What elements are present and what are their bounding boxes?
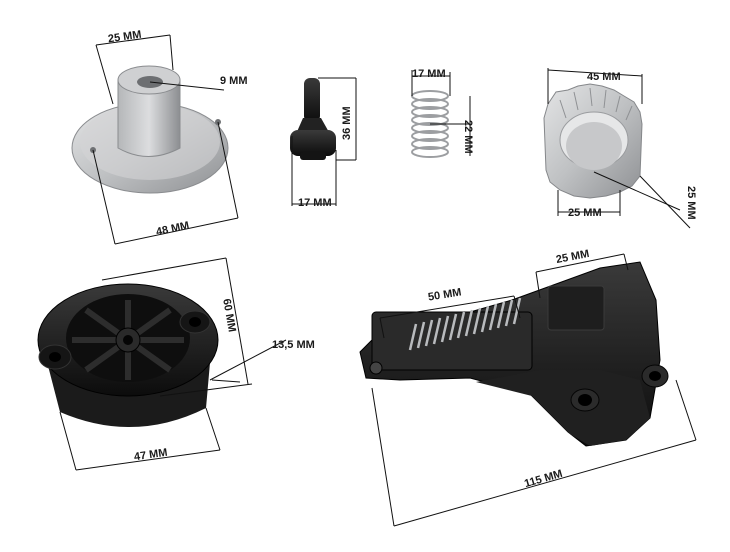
gearbox-housing — [359, 261, 669, 447]
gear-inner-diameter-label: 25 MM — [568, 207, 602, 219]
spring-height-label: 22 MM — [462, 120, 474, 154]
compression-spring — [411, 90, 449, 158]
aluminum-hub — [71, 65, 229, 194]
gear-height-label: 25 MM — [685, 186, 697, 220]
hub-hole-diameter-label: 9 MM — [220, 75, 248, 87]
pin-height-label: 36 MM — [341, 106, 353, 140]
aluminum-gear — [543, 83, 643, 199]
dimension-lines — [59, 34, 697, 527]
pin-width-label: 17 MM — [298, 197, 332, 209]
gear-outer-diameter-label: 45 MM — [587, 71, 621, 83]
black-plastic-cap — [37, 283, 219, 428]
spring-diameter-label: 17 MM — [412, 68, 446, 80]
cap-depth-label: 13,5 MM — [272, 339, 315, 351]
rubber-stopper-pin — [290, 78, 336, 160]
